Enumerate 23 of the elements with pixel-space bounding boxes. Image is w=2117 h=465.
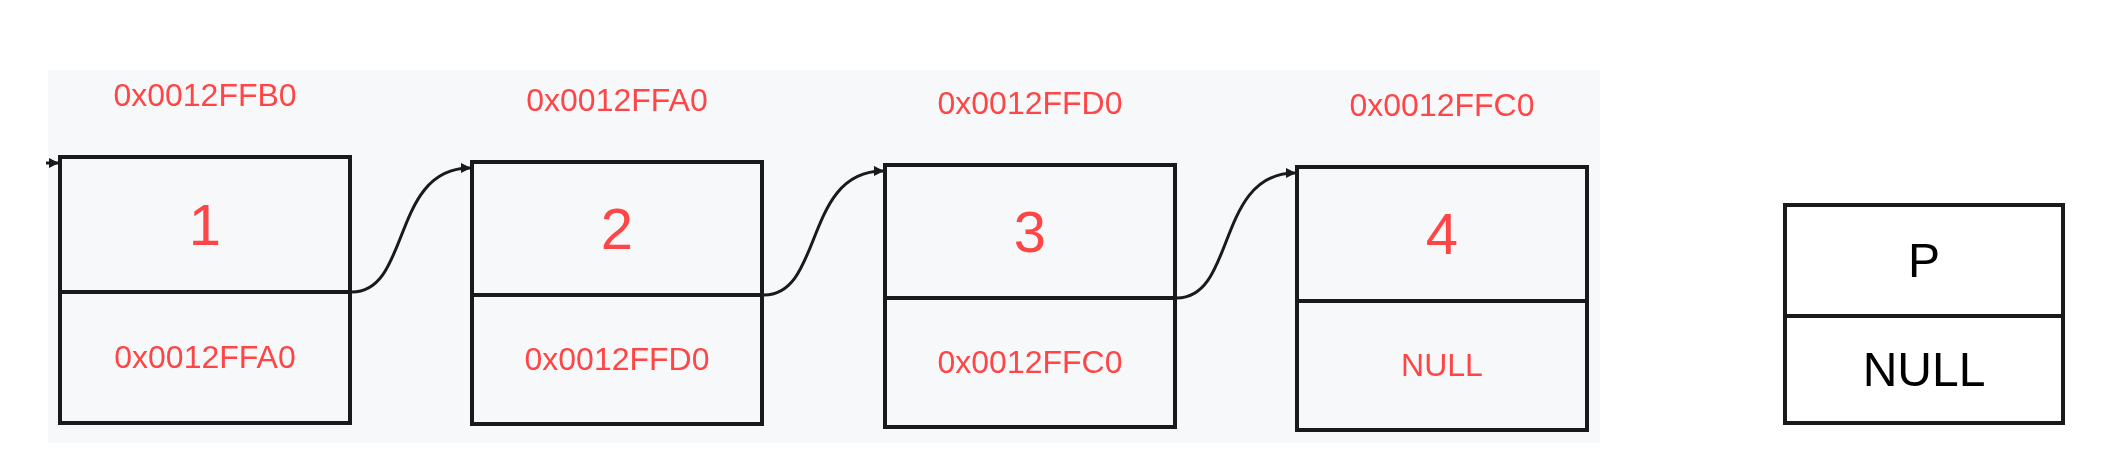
- next-address: NULL: [1401, 346, 1483, 384]
- next-address: 0x0012FFA0: [114, 339, 296, 376]
- next-address: 0x0012FFC0: [937, 344, 1123, 381]
- node-address: 0x0012FFD0: [937, 85, 1123, 122]
- arrow: [763, 167, 884, 297]
- pointer-name: P: [1908, 233, 1940, 288]
- arrow: [1176, 169, 1296, 300]
- node-address: 0x0012FFB0: [113, 77, 297, 114]
- next-address: NULL: [1862, 342, 1986, 397]
- next-address: 0x0012FFD0: [524, 341, 710, 378]
- arrow: [46, 158, 59, 168]
- list-node-box: [1295, 165, 1589, 432]
- node-value: 2: [600, 195, 634, 262]
- node-address: 0x0012FFA0: [526, 82, 708, 119]
- list-node-box: [58, 155, 352, 425]
- pointer-box: [1783, 203, 2065, 425]
- node-address: 0x0012FFC0: [1349, 87, 1535, 124]
- list-node-box: [883, 163, 1177, 429]
- node-value: 4: [1425, 200, 1459, 268]
- node-value: 1: [188, 191, 222, 258]
- node-value: 3: [1013, 198, 1047, 265]
- list-node-box: [470, 160, 764, 426]
- arrow: [351, 164, 471, 294]
